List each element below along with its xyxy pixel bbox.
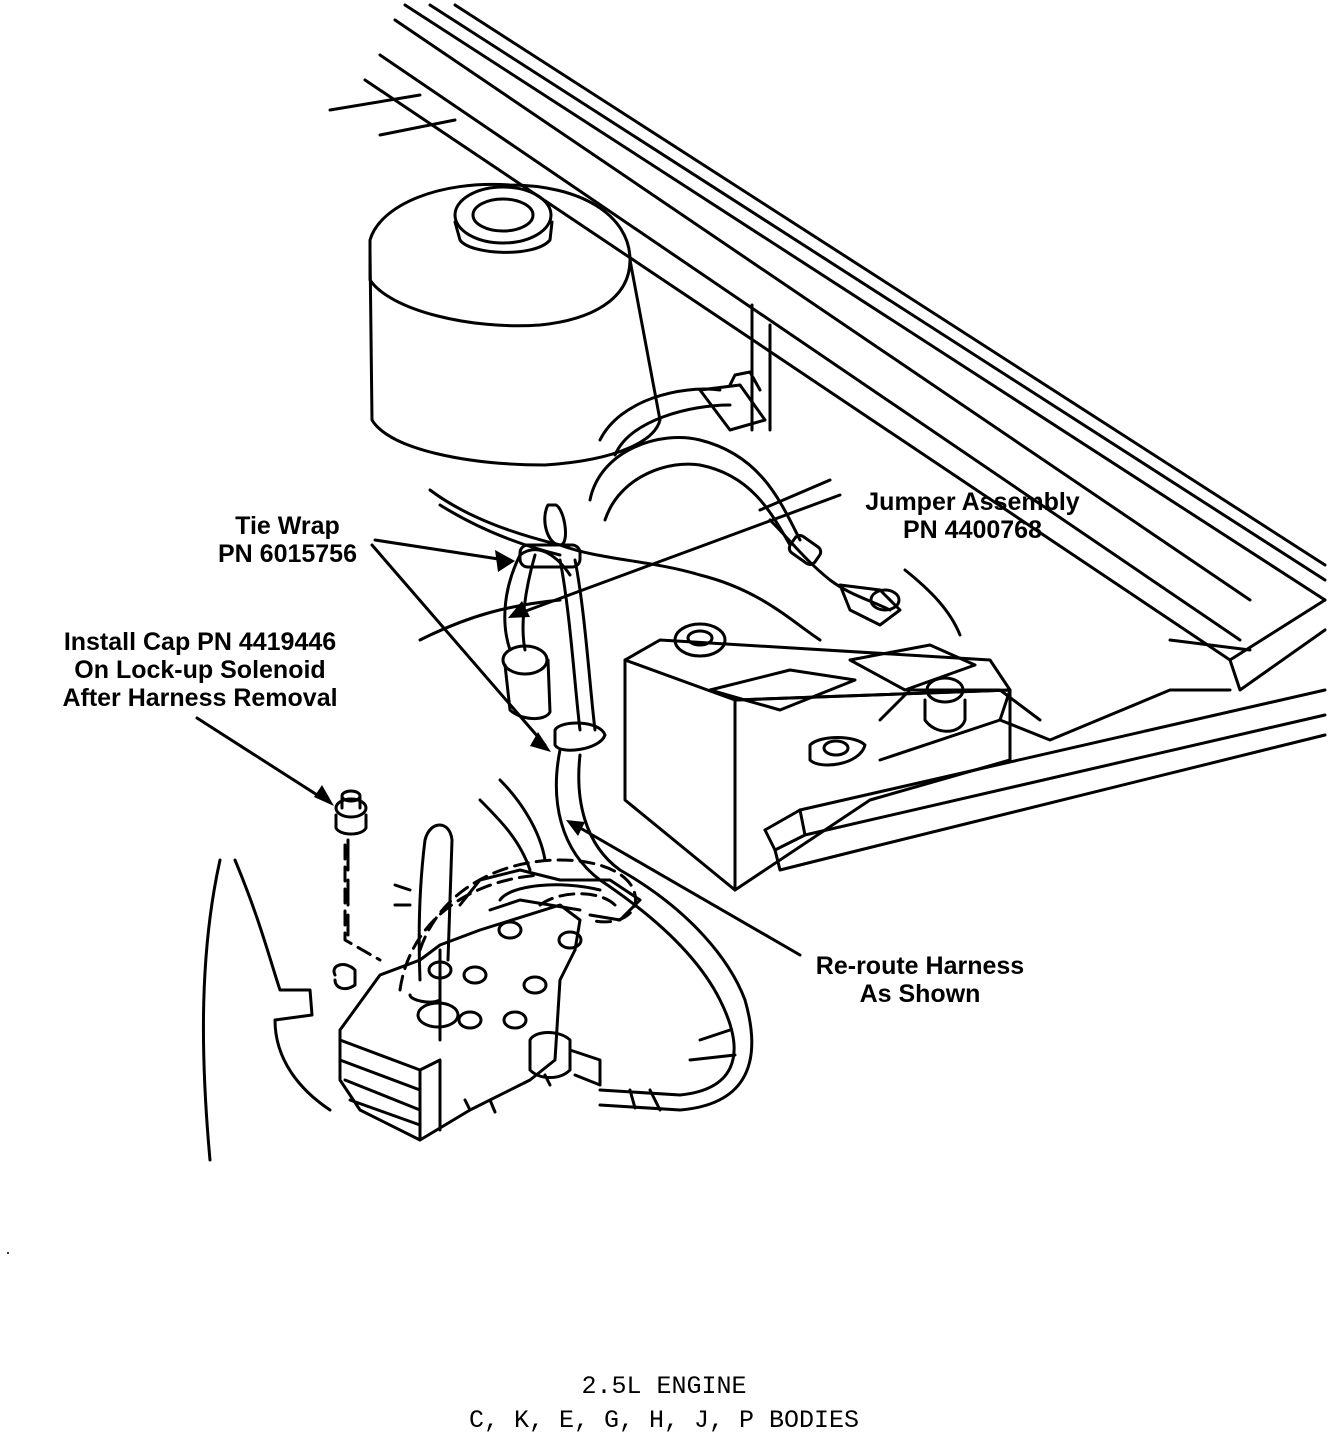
- wheel-arc: [201, 598, 562, 1162]
- strut-tower: [368, 182, 772, 467]
- caption-bodies: C, K, E, G, H, J, P BODIES: [468, 1406, 860, 1435]
- jumper-assembly-label: Jumper Assembly PN 4400768: [840, 488, 1105, 544]
- reroute-line2: As Shown: [859, 980, 981, 1008]
- leader-lines: [195, 478, 962, 957]
- wiring-harness: [428, 370, 902, 1112]
- install-cap-label: Install Cap PN 4419446 On Lock-up Soleno…: [40, 628, 360, 712]
- speck: [7, 1252, 9, 1254]
- jumper-line1: Jumper Assembly: [865, 488, 1080, 516]
- battery: [623, 622, 1042, 892]
- cap-line3: After Harness Removal: [62, 684, 338, 712]
- arrowheads: [314, 550, 585, 836]
- fender-lines: [328, 3, 1327, 692]
- tie-wrap-line1: Tie Wrap: [235, 512, 340, 540]
- tie-wrap-label: Tie Wrap PN 6015756: [200, 512, 375, 568]
- old-routing-dashed: [343, 843, 638, 992]
- reroute-line1: Re-route Harness: [815, 952, 1025, 980]
- reroute-harness-label: Re-route Harness As Shown: [795, 952, 1045, 1008]
- jumper-line2: PN 4400768: [902, 516, 1042, 544]
- lockup-cap: [334, 789, 368, 836]
- transmission-body: [332, 823, 642, 1142]
- caption-engine: 2.5L ENGINE: [581, 1372, 747, 1401]
- tie-wrap-line2: PN 6015756: [217, 540, 357, 568]
- cap-line1: Install Cap PN 4419446: [63, 628, 337, 656]
- cap-line2: On Lock-up Solenoid: [74, 656, 326, 684]
- battery-tray: [763, 688, 1327, 872]
